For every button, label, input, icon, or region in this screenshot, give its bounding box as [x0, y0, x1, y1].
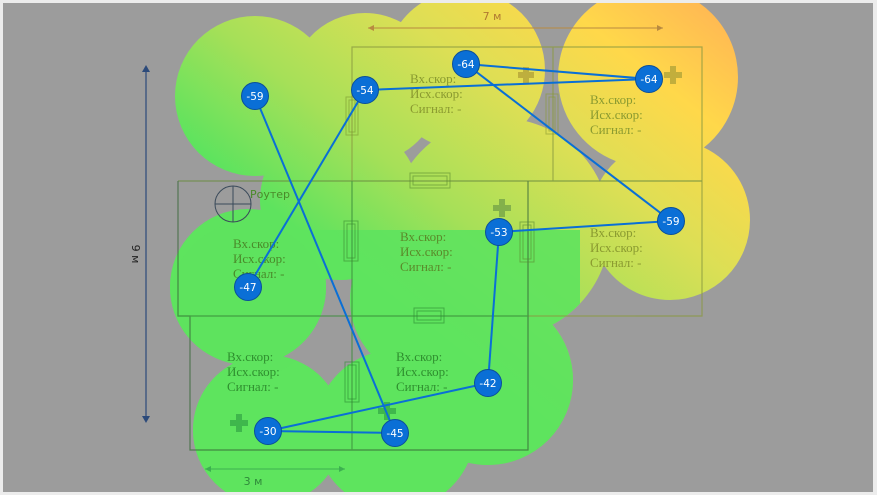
heatmap-canvas[interactable]: 7 м 9 м 3 м Роутер	[3, 3, 873, 492]
room-field-signal: Сигнал: -	[590, 122, 641, 137]
plus-icon	[230, 414, 248, 432]
room-mid-left: Вх.скор:Исх.скор:Сигнал: -	[233, 236, 286, 281]
dimension-width: 7 м	[368, 10, 663, 31]
room-field-rx: Вх.скор:	[396, 349, 442, 364]
measurement-point-marker[interactable]	[381, 419, 409, 447]
doors	[343, 93, 559, 403]
room-field-rx: Вх.скор:	[227, 349, 273, 364]
measurement-point[interactable]: -47	[234, 273, 262, 301]
door-icon	[343, 220, 359, 262]
measurement-point[interactable]: -45	[381, 419, 409, 447]
room-field-tx: Исх.скор:	[233, 251, 286, 266]
floorplan-svg: 7 м 9 м 3 м Роутер	[129, 3, 750, 492]
room-field-tx: Исх.скор:	[396, 364, 449, 379]
room-bottom-center: Вх.скор:Исх.скор:Сигнал: -	[396, 349, 449, 394]
room-field-signal: Сигнал: -	[400, 259, 451, 274]
measurement-point-marker[interactable]	[452, 50, 480, 78]
room-field-signal: Сигнал: -	[590, 255, 641, 270]
room-field-rx: Вх.скор:	[590, 92, 636, 107]
measurement-path	[247, 63, 672, 434]
path-segment	[267, 382, 489, 432]
measurement-point-marker[interactable]	[234, 273, 262, 301]
measurement-point-value: -42	[479, 378, 496, 390]
dimension-height: 9 м	[129, 65, 150, 423]
dimension-room-width: 3 м	[205, 466, 345, 488]
room-top-right: Вх.скор:Исх.скор:Сигнал: -	[590, 92, 643, 137]
measurement-point-value: -59	[246, 91, 263, 103]
measurement-point-value: -45	[386, 428, 403, 440]
measurement-point[interactable]: -53	[485, 218, 513, 246]
path-segment	[465, 63, 672, 222]
path-segment	[247, 89, 366, 288]
room-field-signal: Сигнал: -	[227, 379, 278, 394]
room-field-rx: Вх.скор:	[233, 236, 279, 251]
room-field-tx: Исх.скор:	[590, 107, 643, 122]
measurement-point[interactable]: -42	[474, 369, 502, 397]
measurement-point-value: -59	[662, 216, 679, 228]
door-icon	[413, 307, 445, 324]
measurement-point-marker[interactable]	[351, 76, 379, 104]
path-segment	[465, 63, 650, 80]
measurement-point-value: -64	[457, 59, 474, 71]
measurement-point-value: -47	[239, 282, 256, 294]
room-field-tx: Исх.скор:	[590, 240, 643, 255]
door-icon	[519, 221, 535, 263]
add-point-markers	[230, 66, 682, 432]
door-icon	[545, 93, 559, 135]
door-icon	[344, 361, 360, 403]
measurement-point-value: -30	[259, 426, 276, 438]
measurement-point[interactable]: -59	[241, 82, 269, 110]
room-field-signal: Сигнал: -	[410, 101, 461, 116]
path-segment	[364, 78, 650, 91]
dimension-height-label: 9 м	[129, 245, 142, 264]
room-field-tx: Исх.скор:	[400, 244, 453, 259]
router-label: Роутер	[250, 188, 290, 201]
plus-icon	[518, 67, 534, 83]
measurement-point-value: -54	[356, 85, 373, 97]
room-field-rx: Вх.скор:	[590, 225, 636, 240]
measurement-point-marker[interactable]	[241, 82, 269, 110]
room-field-tx: Исх.скор:	[410, 86, 463, 101]
room-labels: Вх.скор:Исх.скор:Сигнал: -Вх.скор:Исх.ск…	[227, 71, 643, 394]
room-field-tx: Исх.скор:	[227, 364, 280, 379]
measurement-points: -59 -54 -64 -64 -59 -53 -47 -42 -30 -45	[234, 50, 685, 447]
measurement-point-marker[interactable]	[254, 417, 282, 445]
measurement-point-marker[interactable]	[474, 369, 502, 397]
plus-icon	[493, 199, 511, 217]
room-field-rx: Вх.скор:	[400, 229, 446, 244]
dimension-room-width-label: 3 м	[244, 475, 263, 488]
measurement-point[interactable]: -64	[452, 50, 480, 78]
measurement-point-value: -53	[490, 227, 507, 239]
measurement-point[interactable]: -30	[254, 417, 282, 445]
measurement-point[interactable]: -64	[635, 65, 663, 93]
room-bottom-left: Вх.скор:Исх.скор:Сигнал: -	[227, 349, 280, 394]
path-segment	[254, 95, 396, 434]
room-top-mid: Вх.скор:Исх.скор:Сигнал: -	[410, 71, 463, 116]
measurement-point-marker[interactable]	[485, 218, 513, 246]
path-segment	[498, 220, 672, 233]
measurement-point-marker[interactable]	[635, 65, 663, 93]
path-segment	[487, 231, 500, 384]
plus-icon	[664, 66, 682, 84]
path-segment	[267, 430, 396, 434]
measurement-point-marker[interactable]	[657, 207, 685, 235]
room-mid-center: Вх.скор:Исх.скор:Сигнал: -	[400, 229, 453, 274]
room-field-signal: Сигнал: -	[396, 379, 447, 394]
room-mid-right: Вх.скор:Исх.скор:Сигнал: -	[590, 225, 643, 270]
plus-icon	[378, 402, 396, 420]
room-field-rx: Вх.скор:	[410, 71, 456, 86]
measurement-point[interactable]: -54	[351, 76, 379, 104]
measurement-point[interactable]: -59	[657, 207, 685, 235]
measurement-point-value: -64	[640, 74, 657, 86]
dimension-width-label: 7 м	[483, 10, 502, 23]
router[interactable]: Роутер	[214, 185, 290, 223]
router-icon	[214, 185, 252, 223]
door-icon	[409, 172, 451, 189]
